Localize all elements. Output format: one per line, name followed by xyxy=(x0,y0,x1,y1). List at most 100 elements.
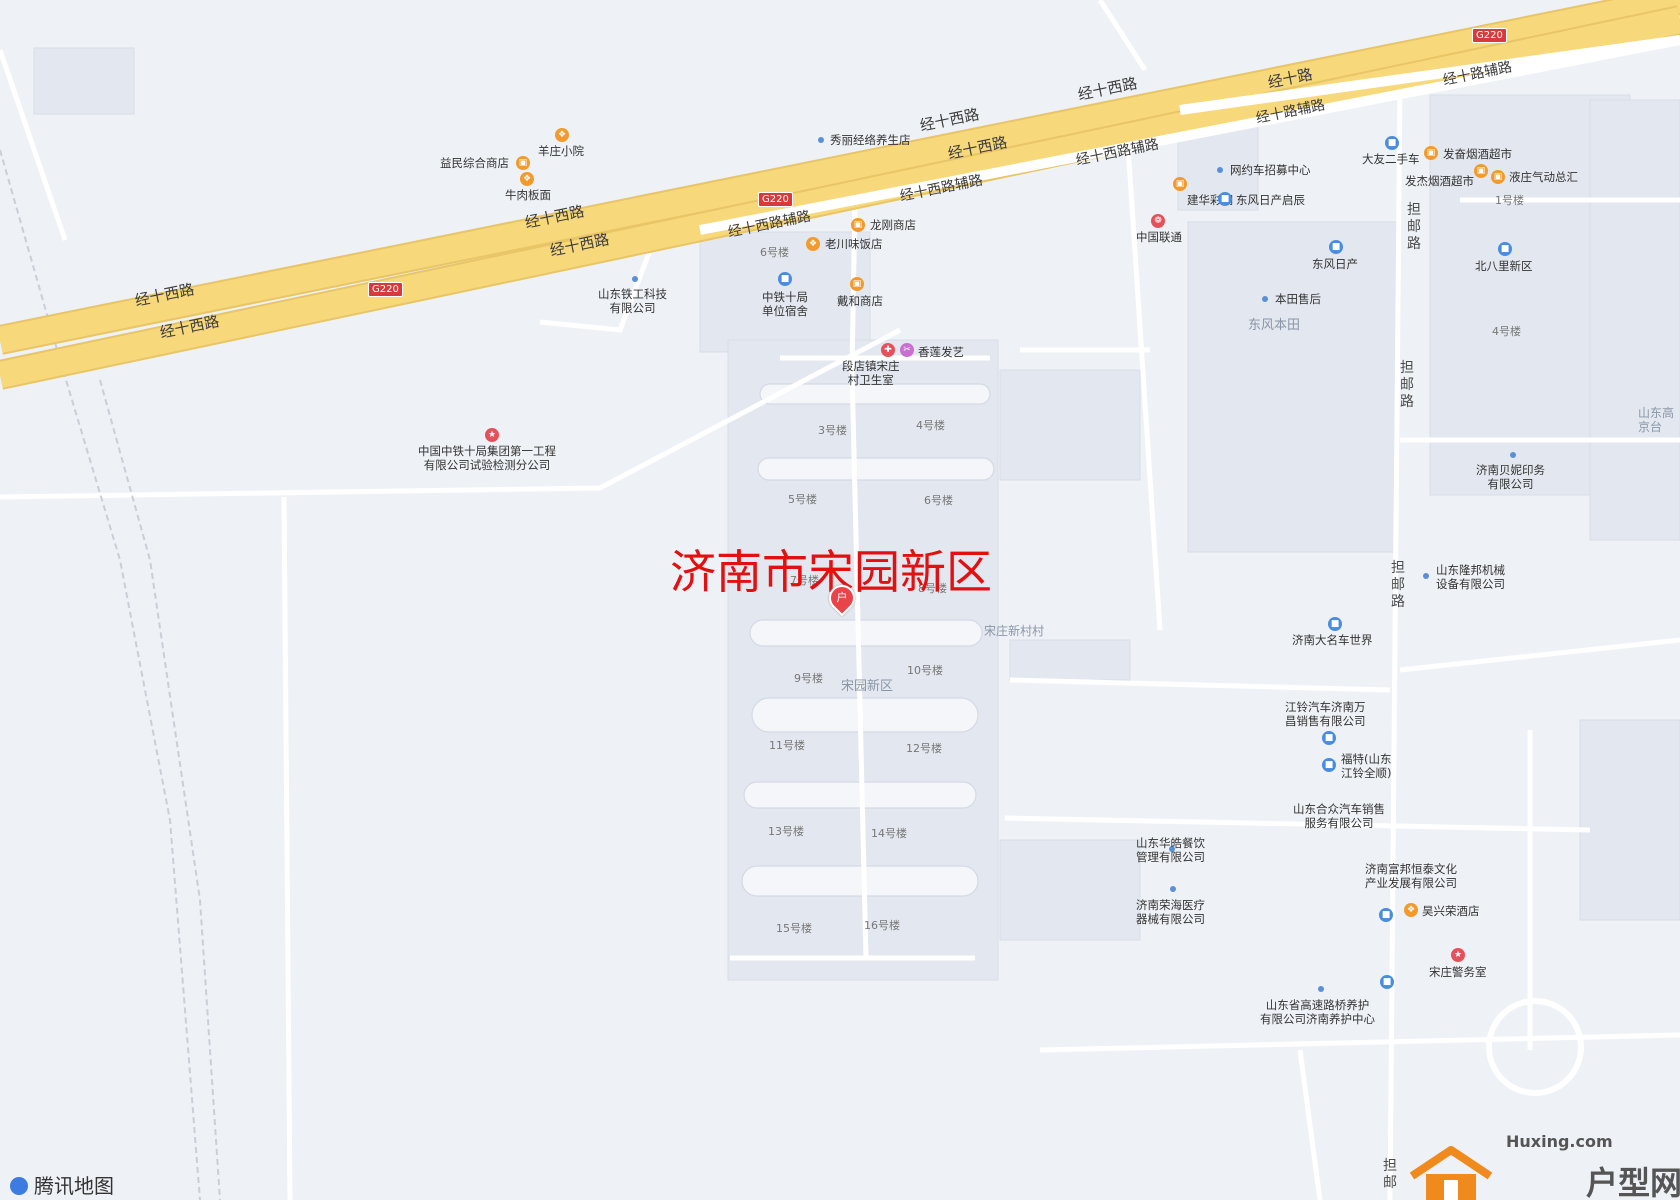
location-dot[interactable] xyxy=(818,137,824,143)
road-label-danyou: 担邮路 xyxy=(1407,202,1421,252)
building-label: 9号楼 xyxy=(794,672,823,685)
bus-icon[interactable]: ■ xyxy=(1329,240,1343,254)
railways xyxy=(0,149,221,1200)
bus-icon[interactable]: ■ xyxy=(1328,617,1342,631)
bus-icon[interactable]: ■ xyxy=(1380,975,1394,989)
poi-longbang[interactable]: 山东隆邦机械 设备有限公司 xyxy=(1436,563,1505,591)
restaurant-icon[interactable]: ❖ xyxy=(555,128,569,142)
watermark-cn: 户型网 xyxy=(1586,1164,1680,1200)
poi-beini[interactable]: 济南贝妮印务 有限公司 xyxy=(1476,463,1545,491)
location-dot[interactable] xyxy=(1423,573,1429,579)
salon-icon[interactable]: ✂ xyxy=(900,343,914,357)
bus-icon[interactable]: ■ xyxy=(1498,242,1512,256)
poi-bentian[interactable]: 本田售后 xyxy=(1275,292,1321,306)
poi-xiuli[interactable]: 秀丽经络养生店 xyxy=(830,133,911,147)
poi-dayou[interactable]: 大友二手车 xyxy=(1362,152,1420,166)
poi-clinic[interactable]: 段店镇宋庄 村卫生室 xyxy=(842,359,900,387)
poi-haoxingrong[interactable]: 昊兴荣酒店 xyxy=(1422,904,1480,918)
poi-niurou[interactable]: 牛肉板面 xyxy=(505,188,551,202)
unicom-icon[interactable]: ❁ xyxy=(1151,214,1165,228)
building-label: 12号楼 xyxy=(906,742,942,755)
road-label-danyou: 担邮路 xyxy=(1391,560,1405,610)
watermark-url: Huxing.com xyxy=(1506,1132,1613,1151)
building-label: 6号楼 xyxy=(760,246,789,259)
poi-hezhong[interactable]: 山东合众汽车销售 服务有限公司 xyxy=(1293,802,1385,830)
shop-icon[interactable]: ▣ xyxy=(1491,170,1505,184)
poi-dongfeng-qichen[interactable]: 东风日产启辰 xyxy=(1236,193,1305,207)
location-dot[interactable] xyxy=(1510,452,1516,458)
compound-paths xyxy=(741,383,995,897)
poi-zhongtie[interactable]: 中铁十局 单位宿舍 xyxy=(762,290,808,318)
g220-shield: G220 xyxy=(368,282,403,297)
bus-icon[interactable]: ■ xyxy=(1218,192,1232,206)
building-label: 4号楼 xyxy=(1492,325,1521,338)
poi-police[interactable]: 宋庄警务室 xyxy=(1429,965,1487,979)
poi-zhongguo-zhongtie[interactable]: 中国中铁十局集团第一工程 有限公司试验检测分公司 xyxy=(418,444,556,472)
bus-icon[interactable]: ■ xyxy=(1322,731,1336,745)
poi-unicom[interactable]: 中国联通 xyxy=(1136,230,1182,244)
shop-icon[interactable]: ▣ xyxy=(1173,177,1187,191)
location-dot[interactable] xyxy=(1170,886,1176,892)
shop-icon[interactable]: ▣ xyxy=(851,218,865,232)
location-dot[interactable] xyxy=(1217,167,1223,173)
restaurant-icon[interactable]: ❖ xyxy=(806,237,820,251)
roundabout xyxy=(1486,998,1584,1096)
building-label: 11号楼 xyxy=(769,739,805,752)
poi-longgang[interactable]: 龙刚商店 xyxy=(870,218,916,232)
bus-icon[interactable]: ■ xyxy=(1379,908,1393,922)
building-blocks xyxy=(33,47,1680,981)
poi-laochuan[interactable]: 老川味饭店 xyxy=(825,237,883,251)
house-logo-icon xyxy=(1409,1146,1493,1200)
bus-icon[interactable]: ■ xyxy=(1385,136,1399,150)
road-label-danyou: 担邮 xyxy=(1383,1158,1397,1191)
poi-daihe[interactable]: 戴和商店 xyxy=(837,294,883,308)
building-label: 3号楼 xyxy=(818,424,847,437)
poi-ronghai[interactable]: 济南荣海医疗 器械有限公司 xyxy=(1136,898,1205,926)
location-dot[interactable] xyxy=(1169,846,1175,852)
poi-beibali[interactable]: 北八里新区 xyxy=(1475,259,1533,273)
poi-gaosu[interactable]: 山东省高速路桥养护 有限公司济南养护中心 xyxy=(1260,998,1375,1026)
shop-icon[interactable]: ▣ xyxy=(516,156,530,170)
shop-icon[interactable]: ▣ xyxy=(1474,164,1488,178)
area-label-gao: 山东高 京台 xyxy=(1638,406,1675,434)
poi-fafen[interactable]: 发奋烟酒超市 xyxy=(1443,147,1512,161)
poi-xianglian[interactable]: 香莲发艺 xyxy=(918,345,964,359)
area-label-dongfeng-honda: 东风本田 xyxy=(1248,318,1301,333)
bus-icon[interactable]: ■ xyxy=(1322,758,1336,772)
poi-dongfeng-richan[interactable]: 东风日产 xyxy=(1312,257,1358,271)
poi-wangyue[interactable]: 网约车招募中心 xyxy=(1230,163,1311,177)
poi-yangzhuang[interactable]: 羊庄小院 xyxy=(538,144,584,158)
bus-icon[interactable]: ■ xyxy=(778,272,792,286)
tencent-map-logo: 腾讯地图 xyxy=(10,1170,114,1199)
building-label: 1号楼 xyxy=(1495,194,1524,207)
poi-huahao[interactable]: 山东华皓餐饮 管理有限公司 xyxy=(1136,836,1205,864)
building-label: 4号楼 xyxy=(916,419,945,432)
poi-tiegongke[interactable]: 山东铁工科技 有限公司 xyxy=(598,287,667,315)
location-dot[interactable] xyxy=(1318,986,1324,992)
restaurant-icon[interactable]: ❖ xyxy=(1404,903,1418,917)
shop-icon[interactable]: ▣ xyxy=(850,277,864,291)
clinic-icon[interactable]: ✚ xyxy=(881,343,895,357)
building-label: 10号楼 xyxy=(907,664,943,677)
poi-fute[interactable]: 福特(山东 江铃全顺) xyxy=(1341,752,1392,780)
brand-text: 腾讯地图 xyxy=(34,1174,114,1198)
poi-yimin[interactable]: 益民综合商店 xyxy=(440,156,509,170)
poi-yezhuang[interactable]: 液庄气动总汇 xyxy=(1509,170,1578,184)
poi-damingche[interactable]: 济南大名车世界 xyxy=(1292,633,1373,647)
area-label-village: 宋庄新村村 xyxy=(984,624,1045,638)
police-icon[interactable]: ★ xyxy=(1451,948,1465,962)
g220-shield: G220 xyxy=(1472,28,1507,43)
restaurant-icon[interactable]: ❖ xyxy=(520,172,534,186)
location-dot[interactable] xyxy=(632,276,638,282)
building-label: 6号楼 xyxy=(924,494,953,507)
poi-fubang[interactable]: 济南富邦恒泰文化 产业发展有限公司 xyxy=(1365,862,1457,890)
poi-fajie[interactable]: 发杰烟酒超市 xyxy=(1405,174,1474,188)
building-label: 7号楼 xyxy=(790,574,819,587)
building-label: 16号楼 xyxy=(864,919,900,932)
location-dot[interactable] xyxy=(1262,296,1268,302)
poi-jiangling[interactable]: 江铃汽车济南万 昌销售有限公司 xyxy=(1285,700,1366,728)
shop-icon[interactable]: ▣ xyxy=(1424,146,1438,160)
company-icon[interactable]: ★ xyxy=(485,428,499,442)
